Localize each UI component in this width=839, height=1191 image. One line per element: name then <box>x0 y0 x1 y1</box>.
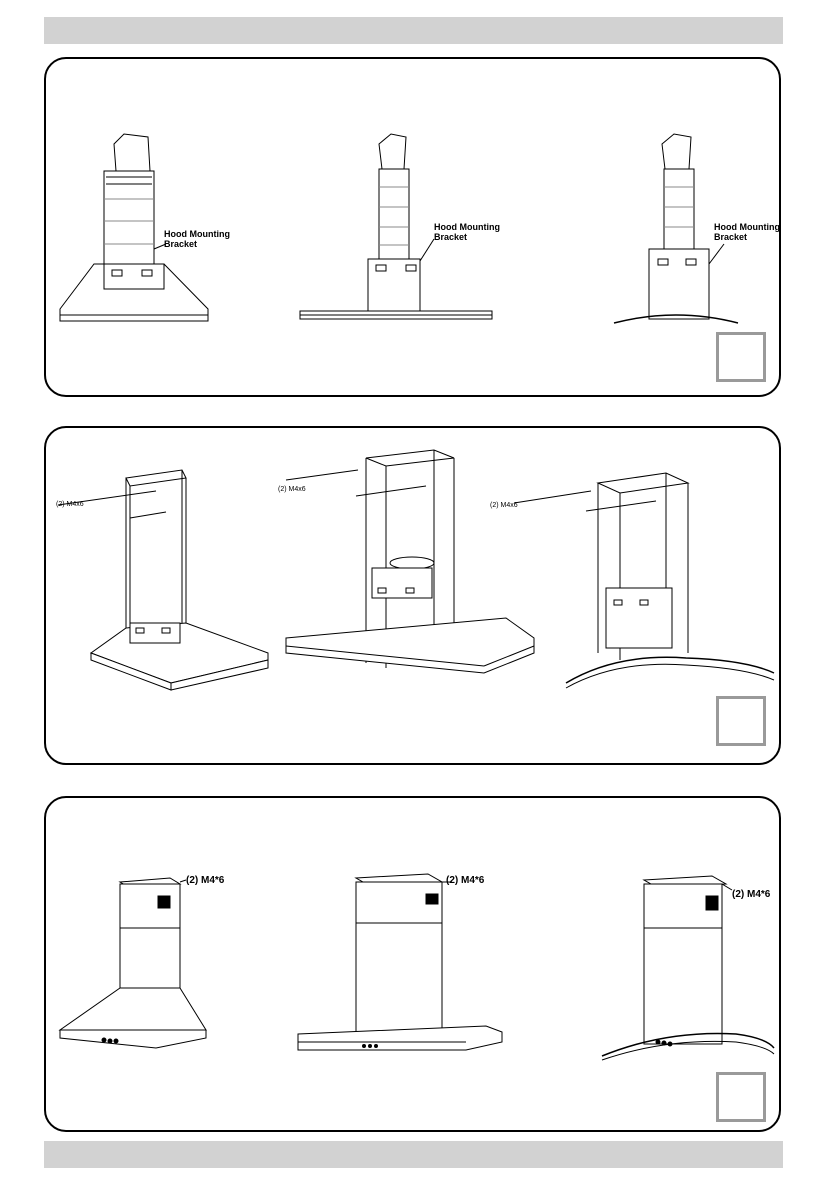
screw-label-1: (2) M4x6 <box>56 501 84 508</box>
pyramid-hood-frame-figure <box>57 469 269 691</box>
bracket-illustration <box>59 133 739 324</box>
chimney-screw-label-3: (2) M4*6 <box>732 889 771 900</box>
screw-label-2: (2) M4x6 <box>278 486 306 493</box>
curved-hood-figure <box>613 133 739 324</box>
step-number-box-3 <box>716 1072 766 1122</box>
curved-hood-frame-figure <box>513 472 775 689</box>
chimney-illustration <box>58 873 775 1061</box>
step-number-box-1 <box>716 332 766 382</box>
footer-bar <box>44 1141 783 1168</box>
flat-hood-figure <box>299 133 493 320</box>
pyramid-hood-final-figure <box>58 877 207 1049</box>
chimney-screw-label-2: (2) M4*6 <box>446 875 485 886</box>
header-bar <box>44 17 783 44</box>
flat-hood-frame-figure <box>285 449 535 674</box>
curved-hood-final-figure <box>601 875 775 1061</box>
bracket-label-1: Hood Mounting Bracket <box>164 229 230 249</box>
screw-label-3: (2) M4x6 <box>490 502 518 509</box>
flat-hood-final-figure <box>297 873 503 1051</box>
chimney-screw-label-1: (2) M4*6 <box>186 875 225 886</box>
pyramid-hood-figure <box>59 133 209 322</box>
step-panel-2: (2) M4x6 (2) M4x6 (2) M4x6 <box>44 426 781 765</box>
frame-illustration <box>57 449 775 691</box>
step-number-box-2 <box>716 696 766 746</box>
step-panel-1: Hood Mounting Bracket Hood Mounting Brac… <box>44 57 781 397</box>
step-panel-3: (2) M4*6 (2) M4*6 (2) M4*6 <box>44 796 781 1132</box>
bracket-label-3: Hood Mounting Bracket <box>714 222 780 242</box>
bracket-label-2: Hood Mounting Bracket <box>434 222 500 242</box>
